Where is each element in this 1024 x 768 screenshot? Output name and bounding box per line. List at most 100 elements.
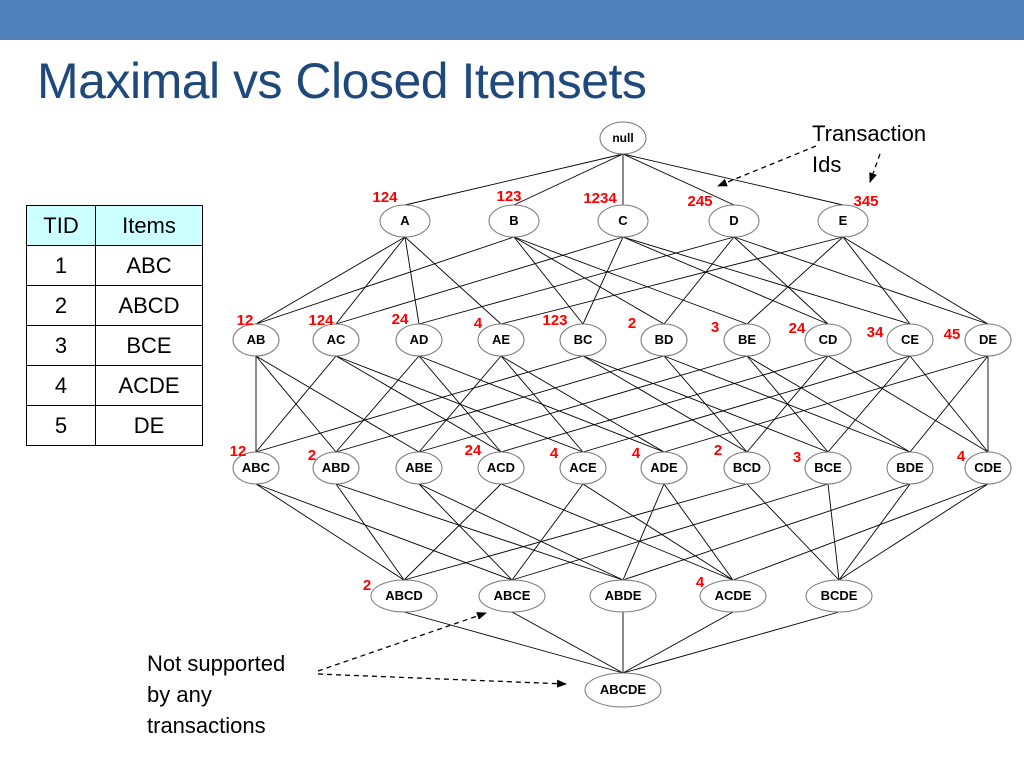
support-label-d: 245 [687,193,712,210]
lattice-edge [500,483,734,581]
support-label-bd: 2 [628,315,636,332]
node-label: BCD [733,460,761,475]
tid-cell: 3 [26,325,96,366]
lattice-edge [513,153,624,206]
lattice-edge [404,153,624,206]
node-ellipse [597,204,649,238]
lattice-node-d: D [708,204,760,238]
support-label-ce: 34 [867,324,884,341]
lattice-edge [733,236,989,325]
node-label: ABC [242,460,271,475]
node-label: BC [574,332,593,347]
lattice-edge [511,611,624,674]
node-label: B [509,213,518,228]
lattice-node-abce: ABCE [478,579,546,613]
lattice-edge [418,355,502,453]
lattice-node-ace: ACE [559,451,607,485]
node-label: ABCD [385,588,423,603]
lattice-node-ade: ADE [640,451,688,485]
node-label: AD [410,332,429,347]
lattice-edge [622,236,829,325]
column-header-items: Items [95,205,203,246]
node-ellipse [699,579,767,613]
support-label-abcd: 2 [363,577,371,594]
lattice-edge [335,355,665,453]
lattice-edge [403,483,748,581]
items-cell: ACDE [95,365,203,406]
node-ellipse [395,323,443,357]
lattice-edge [255,355,420,453]
node-label: BD [655,332,674,347]
lattice-edge [335,483,624,581]
lattice-node-bcde: BCDE [805,579,873,613]
lattice-node-be: BE [723,323,771,357]
lattice-edge [732,483,989,581]
node-label: E [839,213,848,228]
node-ellipse [640,323,688,357]
node-label: A [400,213,410,228]
node-ellipse [804,451,852,485]
lattice-edge [582,483,734,581]
support-label-a: 124 [372,189,398,206]
node-ellipse [804,323,852,357]
lattice-edge [255,483,405,581]
lattice-edge [622,236,911,325]
node-ellipse [708,204,760,238]
lattice-edge [500,236,844,325]
lattice-edge [622,483,911,581]
lattice-edge [842,236,989,325]
lattice-edge [513,236,584,325]
lattice-node-bd: BD [640,323,688,357]
node-label: ABCE [494,588,531,603]
support-label-cde: 4 [957,448,966,465]
callout-arrow-not-supported [317,612,487,672]
transaction-table: TID Items 1 ABC 2 ABCD 3 BCE 4 ACDE 5 DE [26,205,203,446]
node-label: CD [819,332,838,347]
node-ellipse [640,451,688,485]
lattice-node-de: DE [964,323,1012,357]
lattice-edge [404,236,420,325]
lattice-node-abcde: ABCDE [584,672,662,708]
lattice-edge [500,355,829,453]
lattice-edge [511,483,829,581]
lattice-edge [418,483,624,581]
node-label: DE [979,332,997,347]
title-band [0,0,1024,40]
lattice-node-bc: BC [559,323,607,357]
support-label-b: 123 [496,188,521,205]
lattice-node-acde: ACDE [699,579,767,613]
node-label: BE [738,332,756,347]
node-ellipse [886,451,934,485]
lattice-edge [622,153,844,206]
lattice-edge [513,236,748,325]
lattice-node-abcd: ABCD [370,579,438,613]
node-label: AE [492,332,510,347]
lattice-edge [513,236,665,325]
lattice-node-abd: ABD [312,451,360,485]
node-ellipse [370,579,438,613]
lattice-node-c: C [597,204,649,238]
lattice-edge [255,355,337,453]
support-label-acd: 24 [465,442,482,459]
lattice-node-b: B [488,204,540,238]
node-ellipse [805,579,873,613]
support-label-ac: 124 [308,312,334,329]
node-ellipse [232,451,280,485]
support-label-ace: 4 [550,445,559,462]
support-label-bce: 3 [793,449,801,466]
lattice-edge [827,355,989,453]
node-ellipse [559,323,607,357]
callout-line: Not supported [147,651,286,676]
node-label: null [612,131,633,145]
lattice-edge [663,483,734,581]
node-ellipse [723,323,771,357]
node-ellipse [964,451,1012,485]
lattice-edge [842,236,911,325]
lattice-node-a: A [379,204,431,238]
node-ellipse [886,323,934,357]
node-ellipse [477,451,525,485]
lattice-edge [255,483,513,581]
callout-arrow-not-supported [317,673,567,688]
support-label-ad: 24 [392,311,409,328]
